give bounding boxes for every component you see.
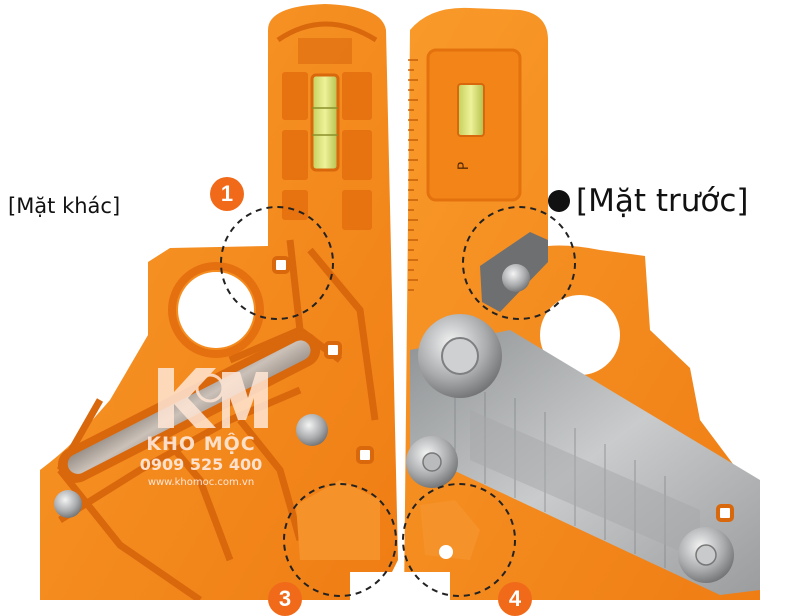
callout-circle-4 [402,483,516,597]
right-gauge-front [404,7,760,600]
left-spirit-level [310,73,340,172]
steel-blade [410,330,760,595]
left-large-hole [178,272,254,348]
callout-circle-1 [220,206,334,320]
front-side-label-text: [Mặt trước] [576,183,749,219]
left-bolt-corner [54,490,82,518]
watermark-logo [158,368,268,428]
callout-number-4: 4 [498,582,532,616]
right-ruler [408,59,418,291]
front-side-label: [Mặt trước] [548,183,749,219]
callout-number-1: 1 [210,177,244,211]
bullet-dot-icon [548,190,570,212]
right-square-holes [716,504,734,522]
left-gauge-back [40,4,398,600]
callout-number-3: 3 [268,582,302,616]
callout-circle-3 [283,483,397,597]
tool-marking: P [456,161,473,171]
left-bolt-slot [296,414,328,446]
right-spirit-level [457,83,485,137]
watermark-brand: KHO MỘC [146,433,256,455]
watermark-website: www.khomoc.com.vn [147,477,255,488]
callout-circles [220,206,576,597]
watermark-phone: 0909 525 400 [139,455,263,474]
clip-screw [502,264,530,292]
callout-circle-front [462,206,576,320]
left-rib-grid [282,72,372,230]
product-photo [40,4,760,600]
right-large-hole [540,295,620,375]
back-side-label: [Mặt khác] [8,194,121,218]
